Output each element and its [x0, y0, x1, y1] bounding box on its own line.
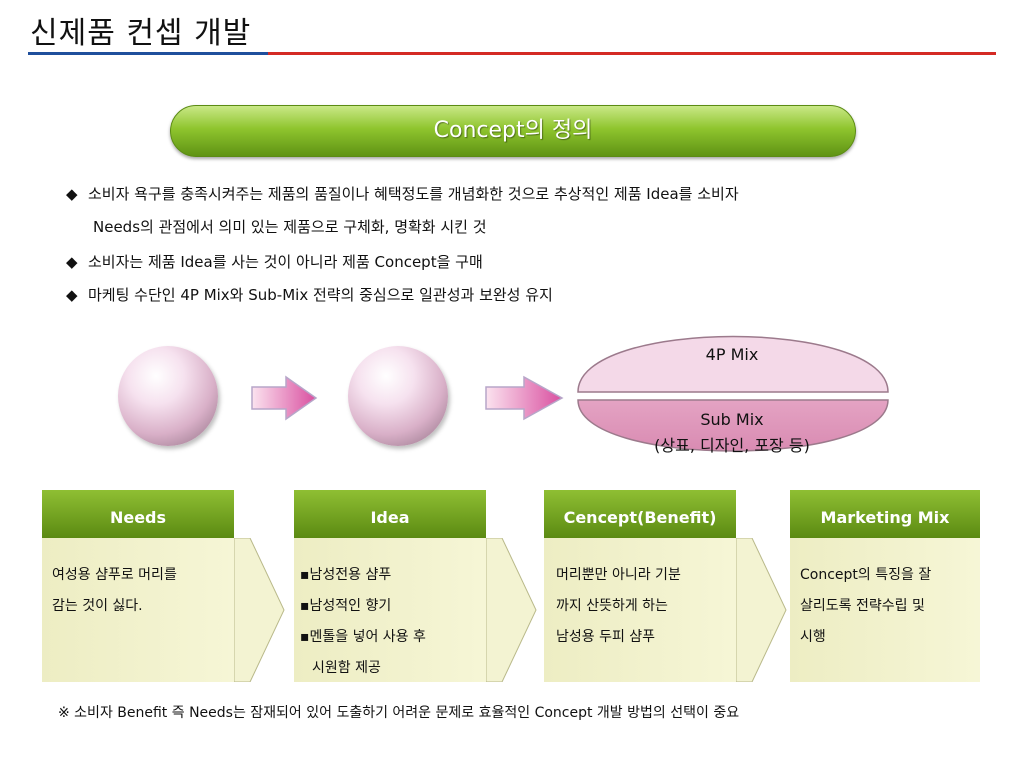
box-needs-arrow [234, 538, 285, 682]
box-marketing-line-3: 시행 [800, 629, 826, 645]
box-concept-line-3: 남성용 두피 샴푸 [556, 629, 656, 645]
mix-sub-label: Sub Mix [700, 410, 764, 429]
box-needs-line-1: 여성용 샴푸로 머리를 [52, 567, 177, 583]
box-idea-line-2: ▪남성적인 향기 [300, 598, 392, 614]
concept-banner-title: Concept의 정의 [433, 118, 593, 143]
oval-sub-mix [577, 399, 889, 452]
mix-sub-detail: (상표, 디자인, 포장 등) [654, 436, 810, 455]
box-idea-header: Idea [294, 490, 486, 538]
box-marketing-body [790, 538, 980, 682]
mix-ovals [577, 335, 889, 452]
box-concept-header: Cencept(Benefit) [544, 490, 736, 538]
bullet-1-text: 소비자 욕구를 충족시켜주는 제품의 품질이나 혜택정도를 개념화한 것으로 추… [88, 185, 739, 203]
bullet-1: ◆ 소비자 욕구를 충족시켜주는 제품의 품질이나 혜택정도를 개념화한 것으로 … [66, 183, 739, 205]
box-concept-body [544, 538, 736, 682]
box-marketing-line-1: Concept의 특징을 잘 [800, 567, 932, 583]
bullet-3-text: 마케팅 수단인 4P Mix와 Sub-Mix 전략의 중심으로 일관성과 보완… [88, 286, 553, 304]
page-title: 신제품 컨셉 개발 [30, 16, 252, 51]
sphere-2 [348, 346, 448, 446]
box-needs-line-2: 감는 것이 싫다. [52, 598, 143, 614]
title-rule-red [268, 52, 996, 55]
box-concept-line-2: 까지 산뜻하게 하는 [556, 598, 668, 614]
arrow-right-icon [251, 375, 318, 421]
box-idea-body [294, 538, 486, 682]
footnote: ※ 소비자 Benefit 즉 Needs는 잠재되어 있어 도출하기 어려운 … [58, 705, 740, 721]
box-idea-line-3: ▪멘톨을 넣어 사용 후 [300, 629, 426, 645]
diamond-bullet-icon: ◆ [66, 286, 78, 304]
title-rule-blue [28, 52, 268, 55]
box-marketing-header: Marketing Mix [790, 490, 980, 538]
oval-4p-mix [577, 335, 889, 393]
bullet-2: ◆ 소비자는 제품 Idea를 사는 것이 아니라 제품 Concept을 구매 [66, 251, 483, 273]
box-concept-line-1: 머리뿐만 아니라 기분 [556, 567, 681, 583]
arrow-right-icon [485, 375, 564, 421]
box-needs-header: Needs [42, 490, 234, 538]
box-concept-arrow [736, 538, 787, 682]
box-idea-line-4: 시원함 제공 [312, 660, 381, 676]
sphere-1 [118, 346, 218, 446]
bullet-3: ◆ 마케팅 수단인 4P Mix와 Sub-Mix 전략의 중심으로 일관성과 보… [66, 284, 553, 306]
box-idea-arrow [486, 538, 537, 682]
bullet-1-continuation: Needs의 관점에서 의미 있는 제품으로 구체화, 명확화 시킨 것 [93, 218, 487, 236]
box-needs-body [42, 538, 234, 682]
mix-4p-label: 4P Mix [705, 345, 759, 364]
concept-banner [170, 105, 856, 157]
diamond-bullet-icon: ◆ [66, 185, 78, 203]
box-marketing-line-2: 살리도록 전략수립 및 [800, 598, 925, 614]
box-idea-line-1: ▪남성전용 샴푸 [300, 567, 392, 583]
diamond-bullet-icon: ◆ [66, 253, 78, 271]
bullet-2-text: 소비자는 제품 Idea를 사는 것이 아니라 제품 Concept을 구매 [88, 253, 483, 271]
